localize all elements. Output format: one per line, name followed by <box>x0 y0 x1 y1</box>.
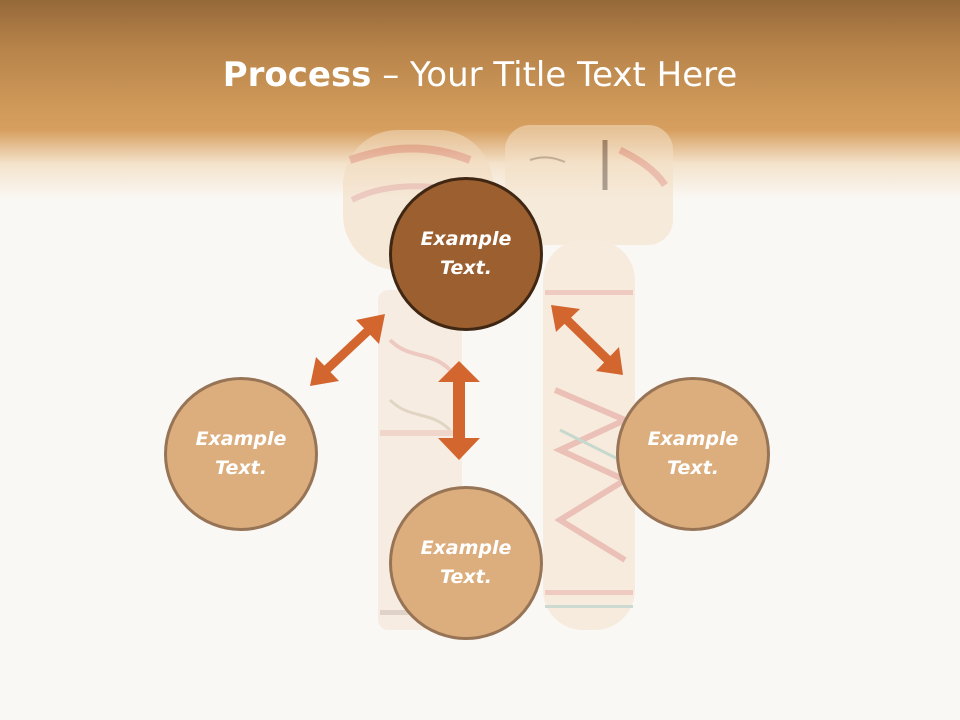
title-bold: Process <box>222 55 372 95</box>
double-arrow-left-icon <box>310 314 385 386</box>
process-step-right: Example Text. <box>616 377 770 531</box>
process-step-top-label: Example Text. <box>420 228 512 279</box>
process-step-top: Example Text. <box>389 177 543 331</box>
process-step-bottom: Example Text. <box>389 486 543 640</box>
slide-title: Process – Your Title Text Here <box>0 52 960 98</box>
process-step-left-label: Example Text. <box>195 428 287 479</box>
process-step-bottom-label: Example Text. <box>420 537 512 588</box>
process-step-right-label: Example Text. <box>647 428 739 479</box>
title-rest: – Your Title Text Here <box>371 55 738 95</box>
process-step-left: Example Text. <box>164 377 318 531</box>
double-arrow-right-icon <box>551 305 623 375</box>
double-arrow-vertical-icon <box>438 361 480 460</box>
